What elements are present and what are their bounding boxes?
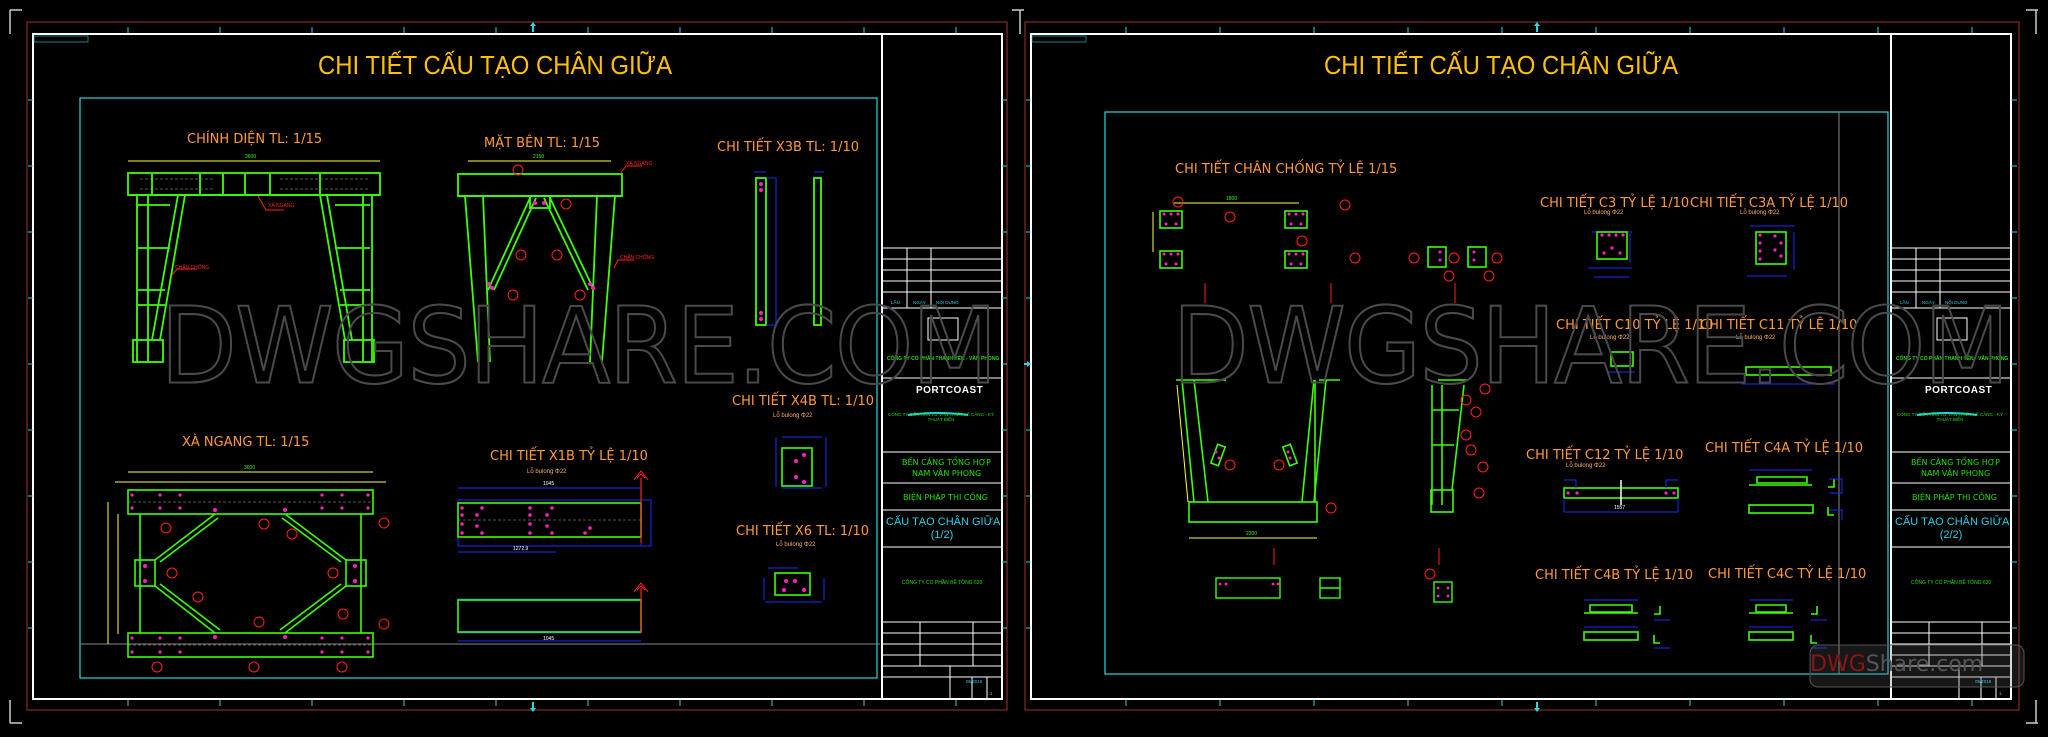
- note-c12: Lỗ bulong Φ22: [1566, 463, 1606, 469]
- tb2-company: CÔNG TY CỔ PHẦN THANH YẾN - VÂN PHONG: [1896, 356, 2009, 362]
- tb-consultant-logo: PORTCOAST: [916, 385, 984, 396]
- view-label-c12: CHI TIẾT C12 TỶ LỆ 1/10: [1526, 448, 1684, 463]
- tb-contractor: CÔNG TY CỔ PHẦN BÊ TÔNG 620: [902, 580, 983, 586]
- dim-c12-length: 1557: [1614, 505, 1626, 511]
- view-label-c3a: CHI TIẾT C3A TỶ LỆ 1/10: [1690, 196, 1849, 211]
- view-label-x4b: CHI TIẾT X4B TL: 1/10: [732, 394, 874, 409]
- sheet-2-linework: [1024, 9, 2038, 724]
- tb2-rev-col-2: NGÀY: [1922, 300, 1935, 305]
- tb-rev-col-2: NGÀY: [913, 300, 926, 305]
- note-c3a: Lỗ bulong Φ22: [1740, 210, 1780, 216]
- tb2-drawing-title: CẤU TẠO CHÂN GIỮA: [1895, 516, 2010, 528]
- tb-project-line2: NAM VÂN PHONG: [912, 469, 982, 478]
- tb2-sheet-no: 1: [1999, 691, 2002, 696]
- tb-project-line1: BẾN CẢNG TỔNG HỢP: [902, 458, 991, 467]
- sheet-1-linework: [9, 9, 1024, 724]
- note-x4b: Lỗ bulong Φ22: [773, 413, 813, 419]
- callout-side-strut: CHÂN CHỐNG: [620, 255, 655, 261]
- note-c11: Lỗ bulong Φ22: [1736, 335, 1776, 341]
- view-label-crossbeam: XÀ NGANG TL: 1/15: [182, 435, 310, 450]
- note-c10: Lỗ bulong Φ22: [1590, 335, 1630, 341]
- tb-rev-col-3: NỘI DUNG: [936, 300, 959, 305]
- dim-side-width: 2150: [533, 154, 545, 160]
- corner-watermark-grey: Share.com: [1865, 652, 1984, 677]
- dim-strut-base: 2200: [1246, 531, 1258, 537]
- tb-rev-col-1: LẦN: [891, 300, 900, 305]
- view-label-c11: CHI TIẾT C11 TỶ LỆ 1/10: [1700, 318, 1858, 333]
- view-label-front: CHÍNH DIỆN TL: 1/15: [187, 132, 323, 147]
- sheet-2-title: CHI TIẾT CẤU TẠO CHÂN GIỮA: [1324, 50, 1679, 80]
- view-label-c4c: CHI TIẾT C4C TỶ LỆ 1/10: [1708, 567, 1867, 582]
- note-x6: Lỗ bulong Φ22: [776, 542, 816, 548]
- tb2-consultant: CÔNG TY CỔ PHẦN TƯ VẤN THIẾT KẾ CẢNG - K…: [1897, 412, 2003, 422]
- dim-x1b-1272: 1272.9: [513, 546, 529, 552]
- tb2-contractor: CÔNG TY CỔ PHẦN BÊ TÔNG 620: [1911, 580, 1992, 586]
- dim-crossbeam-width: 3600: [244, 465, 256, 471]
- dim-x1b-bottom: 1045: [543, 636, 555, 642]
- view-label-x3b: CHI TIẾT X3B TL: 1/10: [717, 140, 859, 155]
- drawing-sheet-2: CHI TIẾT CẤU TẠO CHÂN GIỮA CHI TIẾT CHÂN…: [1024, 0, 2048, 737]
- tb2-project-line1: BẾN CẢNG TỔNG HỢP: [1911, 458, 2000, 467]
- note-c3: Lỗ bulong Φ22: [1584, 210, 1624, 216]
- view-label-x6: CHI TIẾT X6 TL: 1/10: [736, 524, 870, 539]
- corner-watermark: DWGShare.com: [1810, 652, 1983, 677]
- tb2-drawing-part: (2/2): [1939, 529, 1963, 541]
- tb2-phase: BIỆN PHÁP THI CÔNG: [1912, 493, 1997, 502]
- dim-strut-plan: 1800: [1226, 196, 1238, 202]
- callout-strut: CHÂN CHỐNG: [175, 265, 210, 271]
- sheet-1-title: CHI TIẾT CẤU TẠO CHÂN GIỮA: [318, 50, 673, 80]
- watermark-text: DWGSHARE.COM: [159, 284, 999, 409]
- view-label-side: MẶT BÊN TL: 1/15: [484, 136, 601, 151]
- tb2-project-line2: NAM VÂN PHONG: [1921, 469, 1991, 478]
- view-label-strut: CHI TIẾT CHÂN CHỐNG TỶ LỆ 1/15: [1175, 162, 1398, 177]
- tb-consultant: CÔNG TY CỔ PHẦN TƯ VẤN THIẾT KẾ CẢNG - K…: [888, 412, 994, 422]
- view-label-x1b: CHI TIẾT X1B TỶ LỆ 1/10: [490, 449, 648, 464]
- tb-drawing-part: (1/2): [930, 529, 954, 541]
- view-label-c4b: CHI TIẾT C4B TỶ LỆ 1/10: [1535, 568, 1694, 583]
- tb2-rev-col-3: NỘI DUNG: [1945, 300, 1968, 305]
- drawing-sheet-1: CHI TIẾT CẤU TẠO CHÂN GIỮA CHÍNH DIỆN TL…: [9, 9, 1024, 724]
- note-x1b: Lỗ bulong Φ22: [527, 469, 567, 475]
- tb-date: 05/2016: [966, 679, 983, 684]
- tb-phase: BIỆN PHÁP THI CÔNG: [903, 493, 988, 502]
- tb2-consultant-logo: PORTCOAST: [1925, 385, 1993, 396]
- tb2-rev-col-1: LẦN: [1900, 300, 1909, 305]
- callout-side-crossbeam: XÀ NGANG: [626, 161, 653, 167]
- tb-company: CÔNG TY CỔ PHẦN THANH YẾN - VÂN PHONG: [887, 356, 1000, 362]
- callout-crossbeam: XÀ NGANG: [268, 203, 295, 209]
- dim-front-width: 3600: [245, 154, 257, 160]
- tb2-date: 05/2016: [1975, 679, 1992, 684]
- dim-x1b-length: 1045: [543, 481, 555, 487]
- tb-drawing-title: CẤU TẠO CHÂN GIỮA: [886, 516, 1001, 528]
- corner-watermark-red: DWG: [1810, 652, 1866, 677]
- watermark-text-2: DWGSHARE.COM: [1171, 284, 2011, 409]
- view-label-c10: CHI TIẾT C10 TỶ LỆ 1/10: [1556, 318, 1714, 333]
- tb-sheet-no: 1: [990, 691, 993, 696]
- view-label-c3: CHI TIẾT C3 TỶ LỆ 1/10: [1540, 196, 1690, 211]
- view-label-c4a: CHI TIẾT C4A TỶ LỆ 1/10: [1705, 441, 1864, 456]
